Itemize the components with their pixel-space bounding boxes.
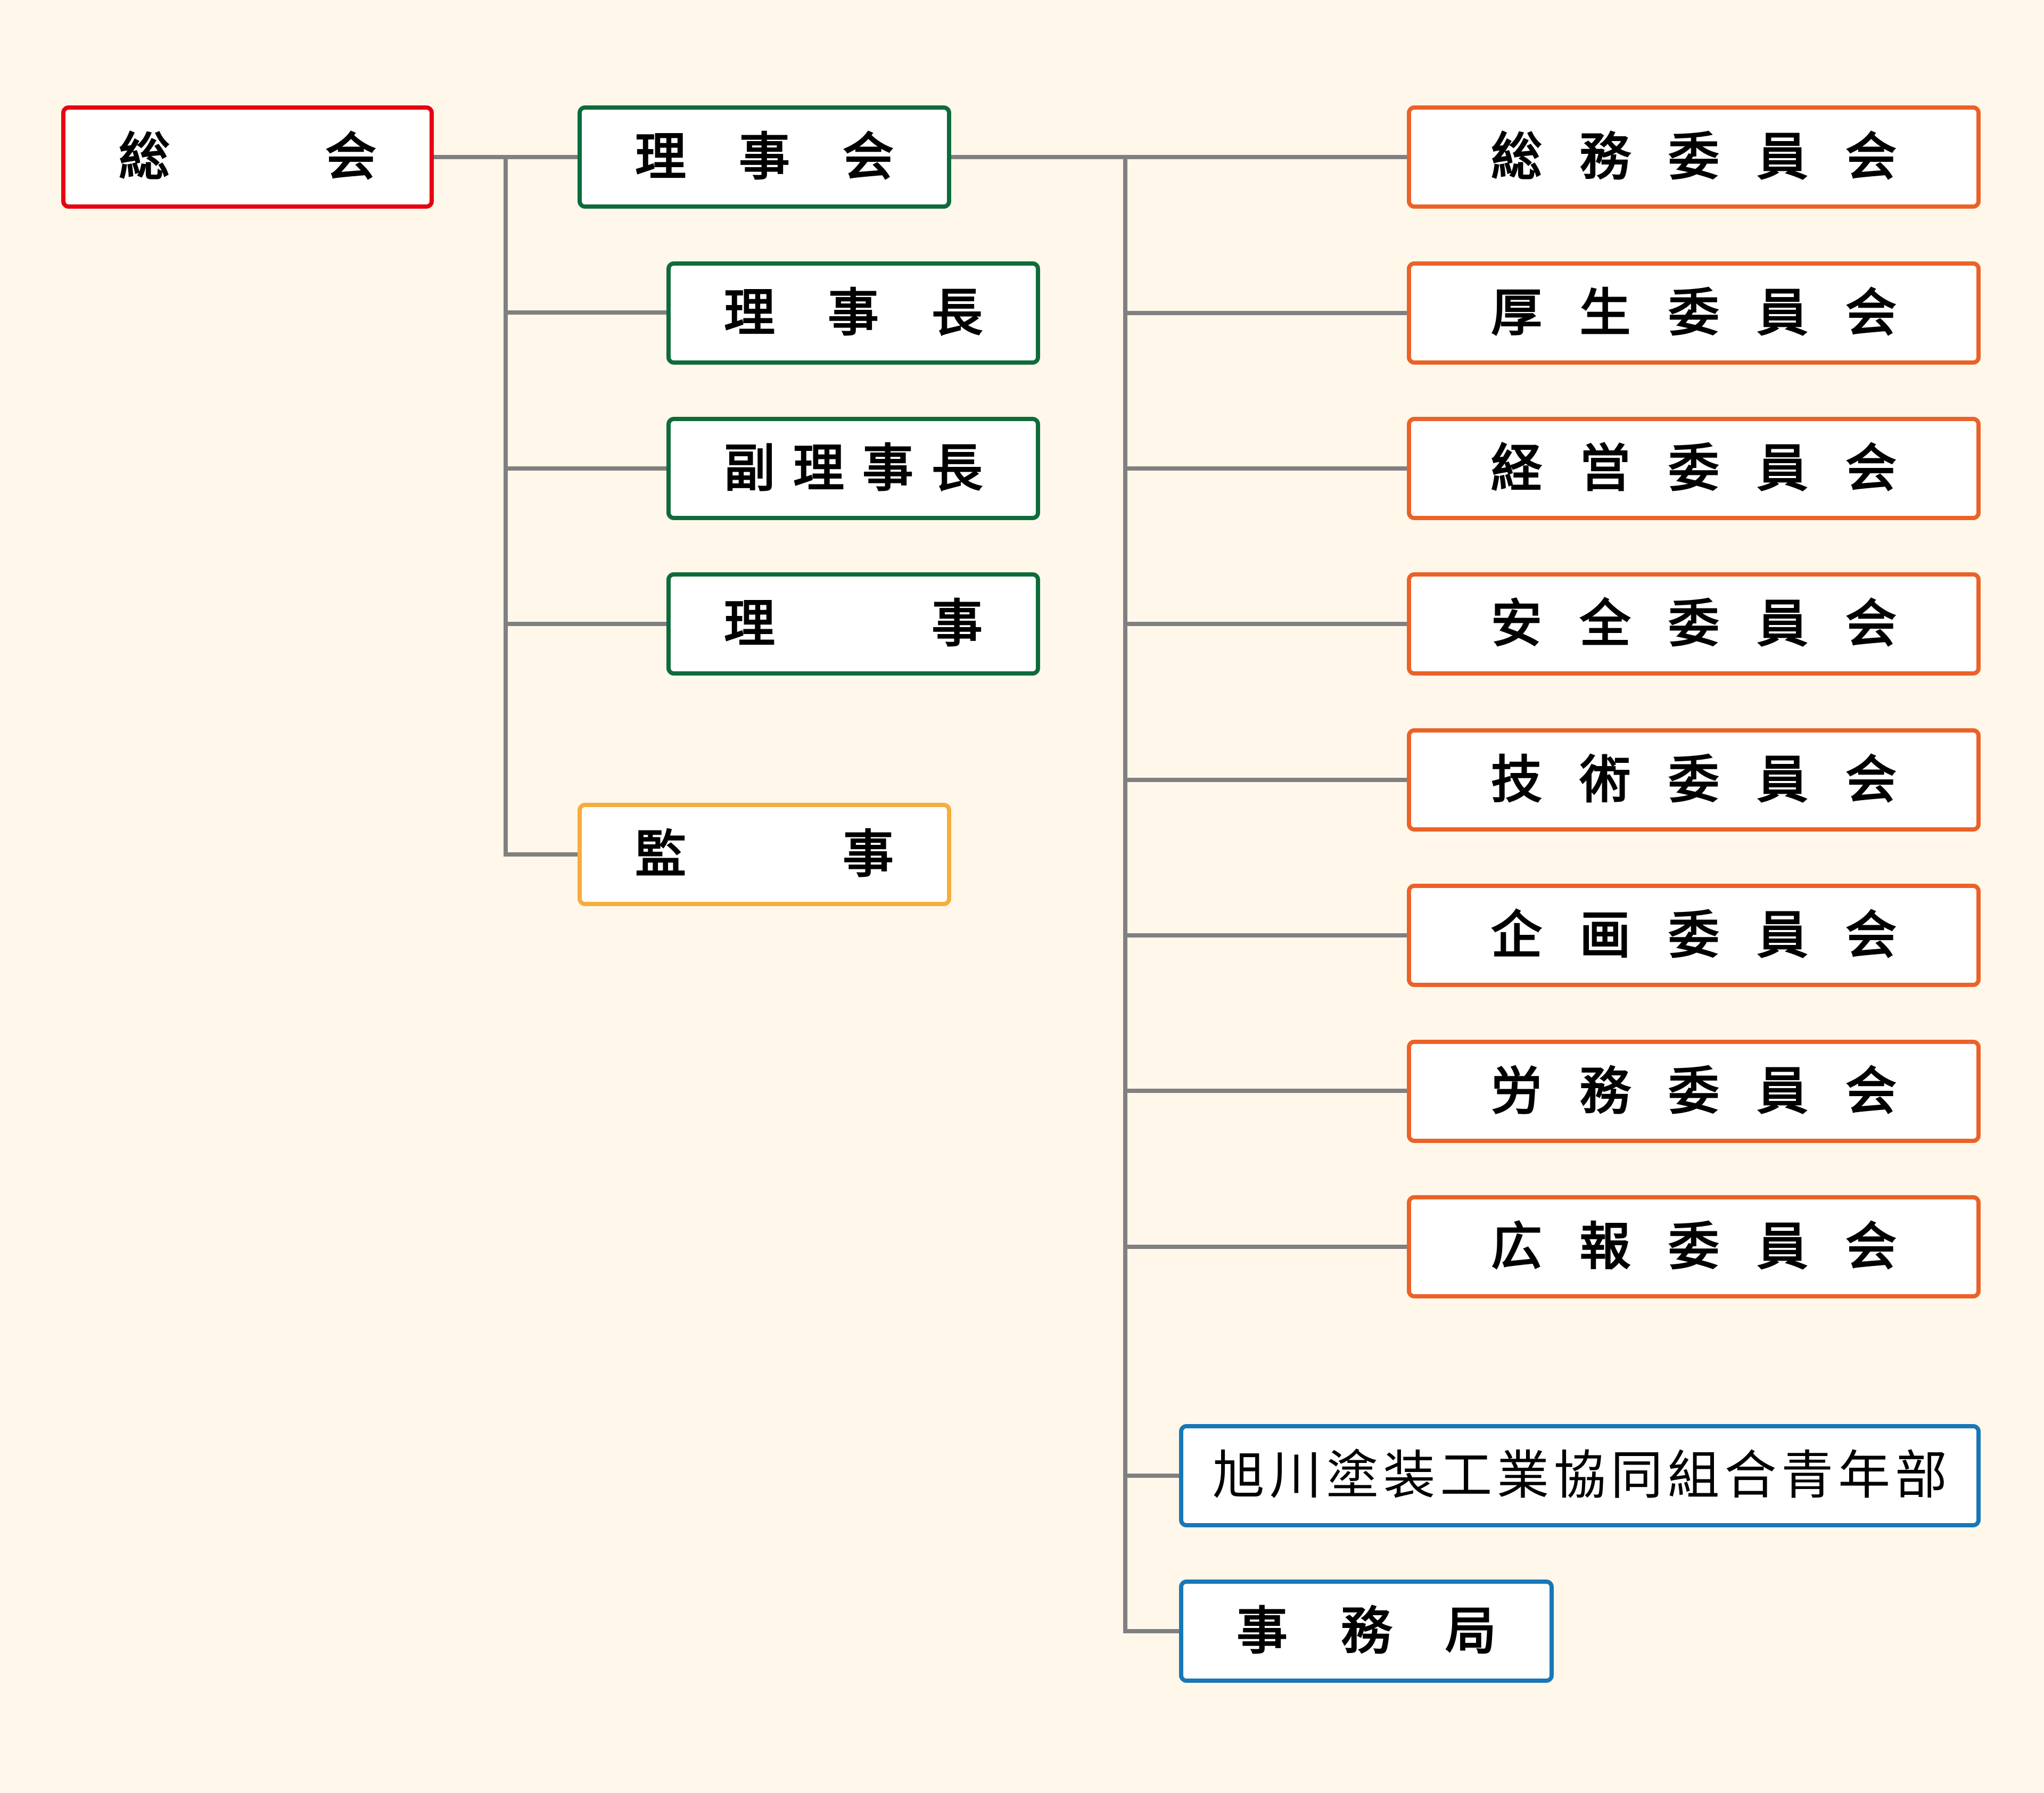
committee-management-box: 経営委員会 [1407, 417, 1981, 520]
label-char: 会 [1845, 750, 1897, 810]
label-char: 事 [828, 283, 879, 343]
auditor-box: 監事 [578, 803, 951, 906]
label-char: 塗 [1326, 1445, 1379, 1506]
label-char: 技 [1491, 750, 1542, 810]
label-char: 員 [1757, 906, 1808, 965]
label-char: 委 [1668, 594, 1719, 654]
label-char: 会 [1845, 1217, 1897, 1277]
label-char: 広 [1491, 1217, 1542, 1277]
label-char: 会 [1845, 127, 1897, 187]
label-char: 副 [724, 439, 775, 498]
label-char: 事 [739, 127, 790, 187]
label-char: 部 [1894, 1445, 1947, 1506]
label-char: 員 [1757, 594, 1808, 654]
label-char: 委 [1668, 1062, 1719, 1121]
label-char: 会 [1845, 439, 1897, 498]
label-char: 理 [724, 283, 775, 343]
vice-chairman-box: 副理事長 [666, 417, 1040, 520]
label-char: 委 [1668, 750, 1719, 810]
secretariat-box: 事務局 [1179, 1580, 1554, 1683]
committee-safety-box: 安全委員会 [1407, 572, 1981, 676]
label-char: 委 [1668, 439, 1719, 498]
label-char: 会 [1845, 594, 1897, 654]
label-char: 務 [1579, 1062, 1631, 1121]
label-char: 理 [635, 127, 686, 187]
label-char: 経 [1491, 439, 1542, 498]
label-char: 員 [1757, 439, 1808, 498]
director-box: 理事 [666, 572, 1040, 676]
label-char: 生 [1579, 283, 1631, 343]
label-char: 局 [1445, 1601, 1496, 1661]
label-char: 合 [1724, 1445, 1777, 1506]
label-char: 画 [1579, 906, 1631, 965]
committee-labor-box: 労務委員会 [1407, 1040, 1981, 1143]
label-char: 会 [1845, 283, 1897, 343]
label-char: 報 [1579, 1217, 1631, 1277]
label-char: 会 [1845, 906, 1897, 965]
label-char: 組 [1667, 1445, 1720, 1506]
label-char: 旭 [1213, 1445, 1265, 1506]
label-char: 監 [635, 825, 686, 884]
label-char: 術 [1579, 750, 1631, 810]
label-char: 理 [793, 439, 844, 498]
label-char: 協 [1553, 1445, 1606, 1506]
label-char: 総 [1491, 127, 1542, 187]
committee-planning-box: 企画委員会 [1407, 884, 1981, 987]
label-char: 会 [843, 127, 894, 187]
chairman-box: 理事長 [666, 261, 1040, 365]
label-char: 全 [1579, 594, 1631, 654]
general-assembly-box: 総会 [61, 105, 434, 209]
label-char: 事 [862, 439, 913, 498]
label-char: 労 [1491, 1062, 1542, 1121]
label-char: 事 [843, 825, 894, 884]
label-char: 長 [932, 283, 983, 343]
label-char: 青 [1781, 1445, 1834, 1506]
label-char: 総 [119, 127, 170, 187]
label-char: 厚 [1491, 283, 1542, 343]
label-char: 安 [1491, 594, 1542, 654]
label-char: 事 [932, 594, 983, 654]
label-char: 委 [1668, 127, 1719, 187]
committee-general-affairs-box: 総務委員会 [1407, 105, 1981, 209]
label-char: 委 [1668, 1217, 1719, 1277]
youth-division-box: 旭川塗装工業協同組合青年部 [1179, 1424, 1981, 1527]
label-char: 員 [1757, 1217, 1808, 1277]
committee-technical-box: 技術委員会 [1407, 728, 1981, 832]
committee-welfare-box: 厚生委員会 [1407, 261, 1981, 365]
label-char: 企 [1491, 906, 1542, 965]
label-char: 務 [1579, 127, 1631, 187]
label-char: 事 [1237, 1601, 1288, 1661]
label-char: 会 [1845, 1062, 1897, 1121]
label-char: 業 [1497, 1445, 1550, 1506]
label-char: 工 [1440, 1445, 1493, 1506]
label-char: 長 [932, 439, 983, 498]
label-char: 員 [1757, 750, 1808, 810]
label-char: 員 [1757, 1062, 1808, 1121]
committee-public-relations-box: 広報委員会 [1407, 1195, 1981, 1298]
label-char: 委 [1668, 283, 1719, 343]
label-char: 同 [1610, 1445, 1663, 1506]
board-of-directors-box: 理事会 [578, 105, 951, 209]
label-char: 務 [1341, 1601, 1392, 1661]
label-char: 員 [1757, 127, 1808, 187]
label-char: 装 [1383, 1445, 1436, 1506]
label-char: 委 [1668, 906, 1719, 965]
label-char: 会 [325, 127, 376, 187]
label-char: 営 [1579, 439, 1631, 498]
label-char: 川 [1269, 1445, 1322, 1506]
label-char: 年 [1838, 1445, 1891, 1506]
label-char: 員 [1757, 283, 1808, 343]
label-char: 理 [724, 594, 775, 654]
